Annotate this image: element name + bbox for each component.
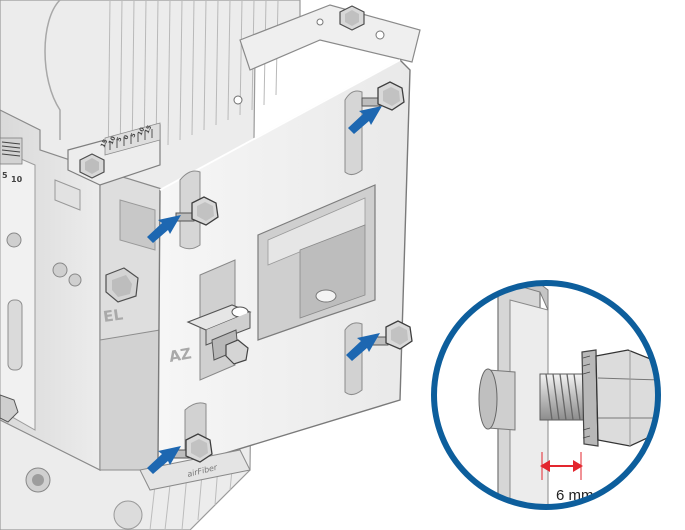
- scale-mark: 15: [99, 138, 109, 149]
- dimension-arrow-icon: [540, 452, 583, 480]
- bolt-flange: [581, 349, 599, 447]
- elevation-label: EL: [102, 305, 125, 326]
- side-scale: 5 10: [0, 137, 23, 184]
- pointer-arrow-icon: [348, 106, 382, 134]
- scale-mark: 10: [136, 126, 146, 137]
- hex-bolt-icon: [0, 394, 19, 423]
- scale-mark: 0: [122, 134, 130, 141]
- scale-mark: 5: [129, 132, 137, 139]
- scale-mark: 10: [107, 135, 117, 146]
- hex-bolt-icon: [105, 267, 139, 303]
- azimuth-bracket-wall: EL: [99, 169, 166, 471]
- alignment-scale-tab: 15 10 5 0 5 10 15: [67, 122, 161, 186]
- pointer-arrow-icon: [346, 333, 380, 361]
- side-scale-mark: 10: [11, 175, 23, 184]
- scale-mark: 5: [115, 136, 123, 143]
- hex-bolt-icon: [361, 81, 405, 111]
- top-flange: [239, 4, 421, 71]
- pointer-arrow-icon: [147, 215, 181, 243]
- pointer-arrow-icon: [147, 446, 181, 474]
- detail-inset: 6 mm: [431, 280, 661, 510]
- azimuth-clamp: [186, 304, 252, 365]
- side-scale-mark: 5: [2, 171, 8, 180]
- azimuth-plate: AZ: [157, 59, 411, 471]
- bolt-head: [595, 349, 658, 447]
- hex-bolt-icon: [175, 196, 219, 226]
- hex-bolt-icon: [369, 320, 413, 350]
- hex-bolt-icon: [225, 339, 249, 365]
- hex-bolt-icon: [171, 433, 213, 463]
- inset-ring: [431, 280, 661, 510]
- azimuth-label: AZ: [168, 344, 193, 366]
- hex-bolt-icon: [79, 153, 105, 179]
- scale-marks: 15 10 5 0 5 10 15: [99, 124, 153, 149]
- pointer-arrows: [147, 106, 382, 474]
- bottom-flange: airFiber: [139, 449, 251, 491]
- hex-bolt-icon: [339, 5, 365, 31]
- elevation-bracket: 5 10: [0, 109, 101, 471]
- scale-mark: 15: [143, 124, 153, 135]
